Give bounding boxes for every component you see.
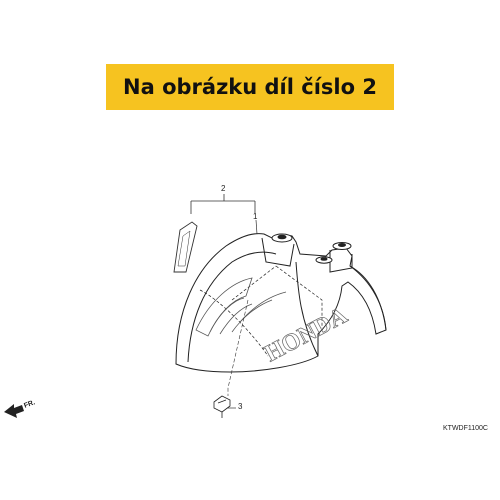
front-fender [175, 233, 387, 373]
banner-text: Na obrázku díl číslo 2 [123, 75, 377, 99]
callout-3: 3 [238, 402, 243, 411]
callout-2: 2 [221, 184, 226, 193]
diagram-code: KTWDF1100C [443, 425, 488, 432]
callout-bracket-2 [190, 194, 256, 214]
leader-line-3 [227, 299, 249, 396]
screw-part-3 [213, 395, 231, 418]
part-number-banner: Na obrázku díl číslo 2 [106, 64, 394, 110]
wing-emblem-icon [195, 277, 287, 337]
emblem-sticker [173, 221, 198, 273]
callout-1: 1 [253, 212, 258, 221]
front-direction-arrow-icon [4, 404, 24, 418]
